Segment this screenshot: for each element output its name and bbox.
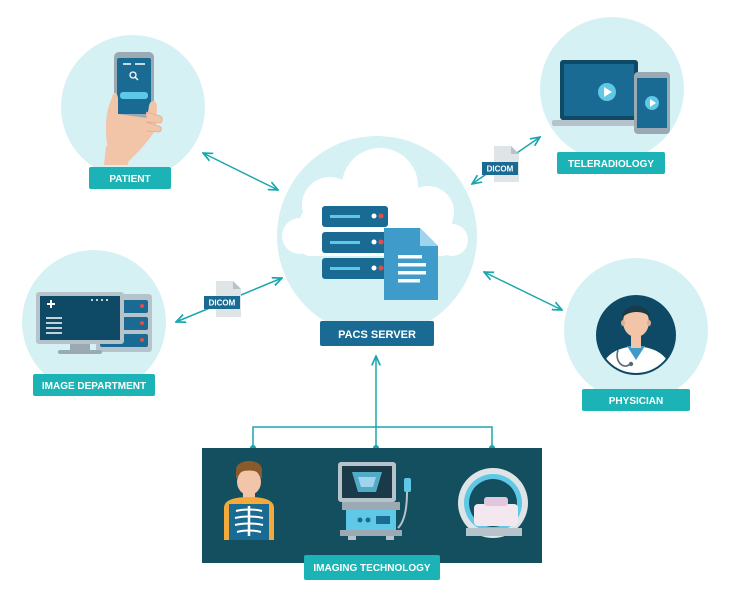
pacs-server-label: PACS SERVER	[338, 329, 416, 341]
arrow-physician-pacs	[484, 272, 562, 310]
teleradiology-label: TELERADIOLOGY	[568, 159, 654, 170]
image-department-node: IMAGE DEPARTMENT	[22, 250, 166, 396]
dicom-file-left: DICOM	[204, 281, 241, 317]
mri-scanner-icon	[458, 468, 528, 538]
physician-node: PHYSICIAN	[564, 258, 708, 411]
laptop-icon	[552, 60, 644, 126]
server-rack-icon	[322, 206, 388, 279]
play-icon	[604, 87, 612, 97]
document-icon	[384, 228, 438, 300]
play-icon	[650, 99, 656, 107]
image-department-label: IMAGE DEPARTMENT	[42, 381, 146, 392]
workstation-icon	[36, 292, 152, 354]
teleradiology-node: TELERADIOLOGY	[540, 17, 684, 174]
imaging-technology-panel: IMAGING TECHNOLOGY	[202, 448, 542, 580]
dicom-badge	[204, 296, 240, 309]
dicom-file-top: DICOM	[482, 146, 519, 182]
ultrasound-machine-icon	[338, 462, 411, 540]
dicom-top-label: DICOM	[487, 165, 514, 174]
smartphone-icon	[114, 52, 154, 120]
tablet-icon	[634, 72, 670, 134]
patient-node: PATIENT	[61, 35, 205, 189]
dicom-left-label: DICOM	[209, 299, 236, 308]
physician-label-box	[582, 389, 690, 411]
probe-icon	[404, 478, 411, 492]
doctor-head-icon	[621, 306, 651, 337]
imaging-branch	[252, 426, 493, 448]
teleradiology-label-box	[557, 152, 665, 174]
image-department-label-box	[33, 374, 155, 396]
imaging-technology-label: IMAGING TECHNOLOGY	[313, 563, 431, 574]
patient-label-box	[89, 167, 171, 189]
imaging-technology-label-box	[304, 555, 440, 580]
physician-label: PHYSICIAN	[609, 396, 663, 407]
patient-label: PATIENT	[109, 174, 150, 185]
xray-patient-icon	[224, 461, 274, 540]
dicom-badge	[482, 162, 518, 175]
pacs-server-node: PACS SERVER	[277, 136, 477, 346]
pacs-label-box	[320, 321, 434, 346]
hand-icon	[104, 92, 163, 165]
arrow-patient-pacs	[203, 153, 278, 190]
